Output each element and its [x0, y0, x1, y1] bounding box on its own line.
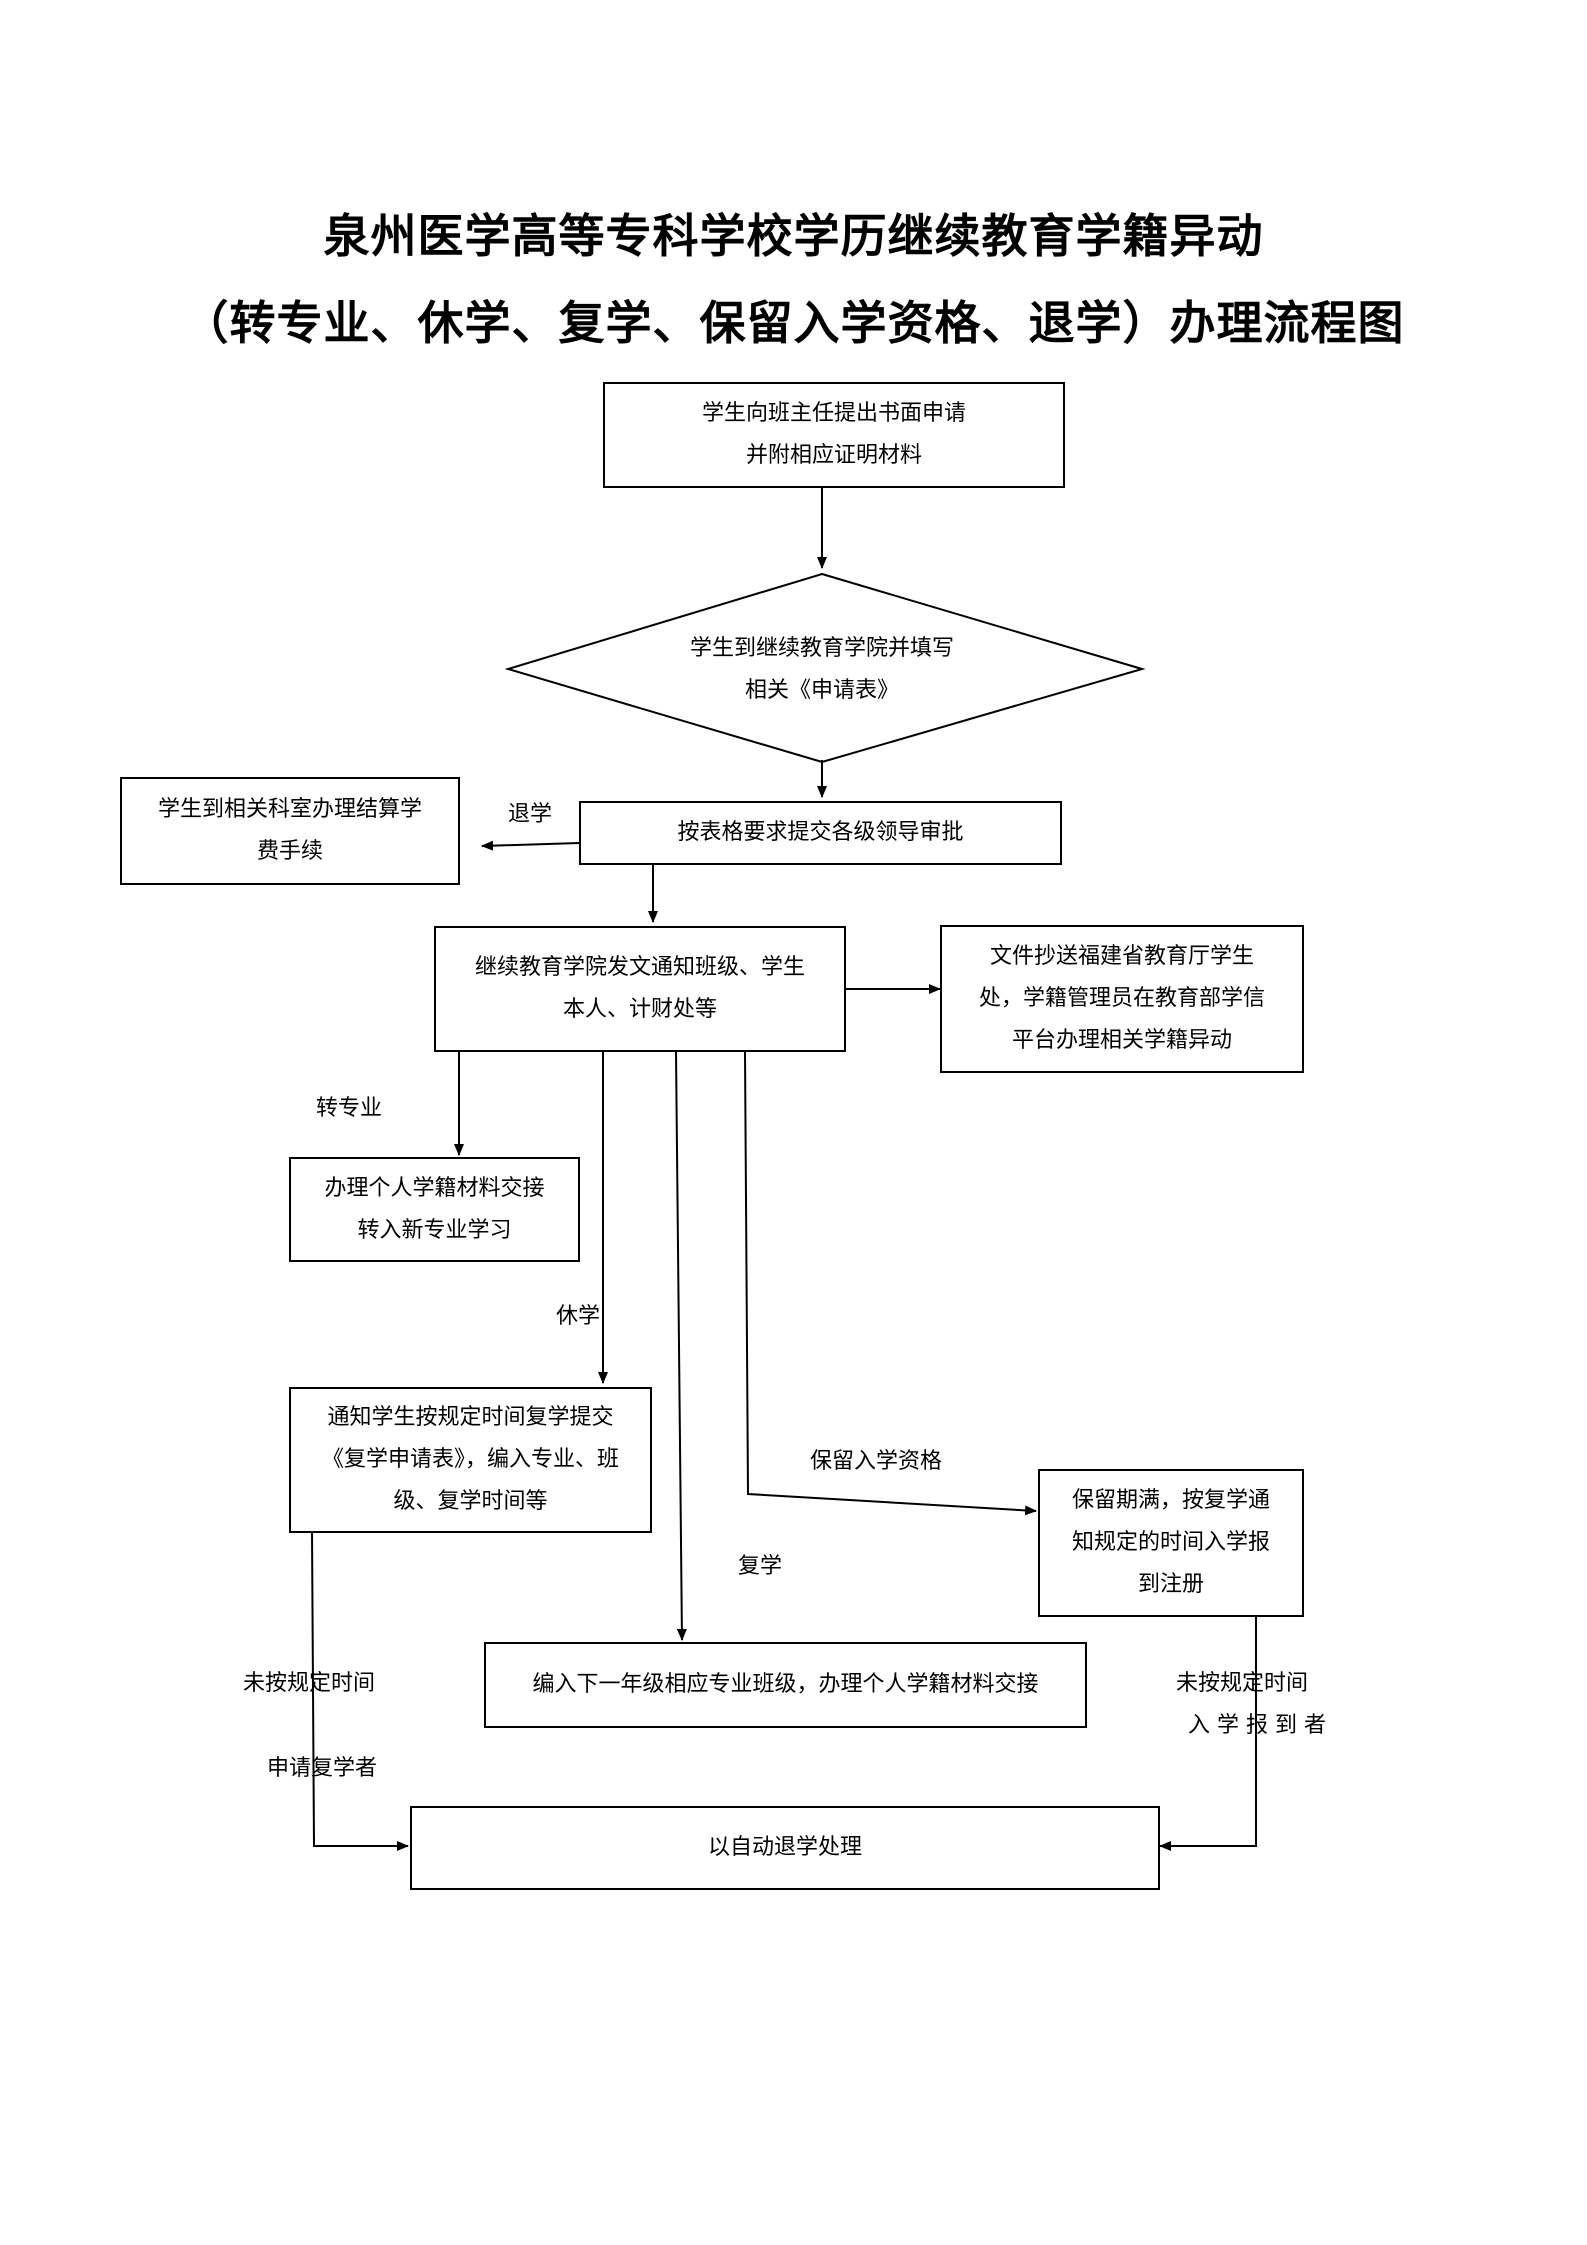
node-withdraw-fee: 学生到相关科室办理结算学 费手续 [120, 777, 460, 885]
node-withdraw-fee-line-1: 学生到相关科室办理结算学 [157, 797, 422, 822]
node-transfer-major-line-1: 办理个人学籍材料交接 [324, 1175, 545, 1201]
node-approval-text: 按表格要求提交各级领导审批 [677, 820, 964, 845]
node-auto-withdraw: 以自动退学处理 [410, 1806, 1160, 1890]
arrow-late-resume [311, 1531, 409, 1851]
node-fill-form-line-2: 相关《申请表》 [744, 678, 899, 703]
node-approval: 按表格要求提交各级领导审批 [579, 801, 1062, 865]
label-transfer: 转专业 [316, 1096, 383, 1121]
node-report: 文件抄送福建省教育厅学生 处，学籍管理员在教育部学信 平台办理相关学籍异动 [940, 925, 1304, 1073]
node-fill-form-line-1: 学生到继续教育学院并填写 [689, 636, 954, 661]
label-late-enroll-2: 入 学 报 到 者 [1188, 1713, 1326, 1738]
node-fill-form: 学生到继续教育学院并填写 相关《申请表》 [620, 625, 1024, 715]
node-notice: 继续教育学院发文通知班级、学生 本人、计财处等 [434, 926, 846, 1052]
node-transfer-major-line-2: 转入新专业学习 [357, 1217, 512, 1243]
arrow-resume [675, 1051, 687, 1641]
title-line-1: 泉州医学高等专科学校学历继续教育学籍异动 [323, 209, 1264, 263]
node-retain-expire-line-3: 到注册 [1137, 1572, 1204, 1597]
node-suspension-line-1: 通知学生按规定时间复学提交 [327, 1405, 614, 1430]
label-late-enroll-1: 未按规定时间 [1176, 1671, 1309, 1696]
decision-diamond [504, 572, 1146, 764]
node-retain-expire-line-2: 知规定的时间入学报 [1071, 1530, 1270, 1555]
label-retain: 保留入学资格 [810, 1449, 943, 1474]
label-resume: 复学 [738, 1554, 783, 1579]
node-apply-line-2: 并附相应证明材料 [745, 443, 922, 468]
node-resume-class-text: 编入下一年级相应专业班级，办理个人学籍材料交接 [532, 1672, 1039, 1697]
node-retain-expire: 保留期满，按复学通 知规定的时间入学报 到注册 [1038, 1469, 1304, 1617]
title-line-2: （转专业、休学、复学、保留入学资格、退学）办理流程图 [182, 296, 1405, 350]
node-notice-line-1: 继续教育学院发文通知班级、学生 [474, 955, 805, 980]
node-report-line-2: 处，学籍管理员在教育部学信 [978, 986, 1265, 1011]
node-apply-line-1: 学生向班主任提出书面申请 [701, 401, 966, 426]
label-late-resume-1: 未按规定时间 [243, 1671, 376, 1696]
node-retain-expire-line-1: 保留期满，按复学通 [1071, 1488, 1270, 1513]
node-withdraw-fee-line-2: 费手续 [256, 839, 323, 864]
node-transfer-major: 办理个人学籍材料交接 转入新专业学习 [289, 1157, 580, 1262]
node-suspension-line-3: 级、复学时间等 [393, 1489, 548, 1514]
node-suspension: 通知学生按规定时间复学提交 《复学申请表》，编入专业、班 级、复学时间等 [289, 1387, 652, 1533]
label-late-resume-2: 申请复学者 [267, 1756, 378, 1781]
node-suspension-line-2: 《复学申请表》，编入专业、班 [321, 1447, 619, 1472]
node-auto-withdraw-text: 以自动退学处理 [707, 1835, 862, 1860]
arrow-late-enroll [1159, 1617, 1257, 1851]
node-resume-class: 编入下一年级相应专业班级，办理个人学籍材料交接 [484, 1642, 1087, 1728]
node-apply: 学生向班主任提出书面申请 并附相应证明材料 [603, 382, 1065, 488]
arrow-approval-to-withdraw [481, 840, 580, 851]
node-notice-line-2: 本人、计财处等 [562, 997, 717, 1022]
label-withdraw: 退学 [508, 802, 553, 827]
node-report-line-3: 平台办理相关学籍异动 [1011, 1028, 1232, 1053]
node-report-line-1: 文件抄送福建省教育厅学生 [989, 944, 1254, 969]
arrow-retain [744, 1051, 1037, 1516]
label-suspend: 休学 [556, 1304, 601, 1329]
